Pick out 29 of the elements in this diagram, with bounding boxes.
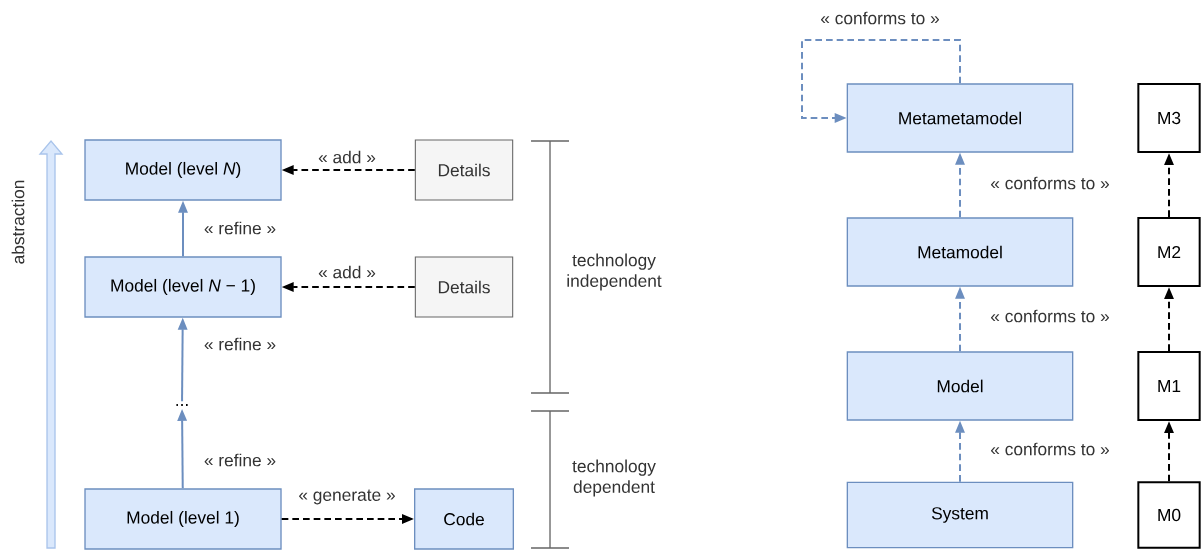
arrow [801, 39, 961, 123]
edge-label: « refine » [202, 220, 278, 236]
level-box: M3 [1137, 83, 1201, 153]
process-box: Metamodel [846, 217, 1074, 287]
process-box: Details [414, 139, 514, 201]
edge-label: « refine » [202, 452, 278, 468]
level-box: M0 [1137, 481, 1201, 549]
edge-label: « add » [316, 149, 378, 165]
process-box: Model (level N) [84, 139, 282, 201]
edge-label: « conforms to » [988, 441, 1112, 457]
edge-label: « conforms to » [818, 10, 942, 26]
edge-label: « add » [316, 264, 378, 280]
bracket-label: technology dependent [572, 459, 656, 497]
process-box: System [846, 481, 1074, 549]
process-box: Model [846, 351, 1074, 421]
edge-label: « conforms to » [988, 308, 1112, 324]
process-box: Code [414, 488, 514, 550]
process-box: Details [414, 256, 514, 318]
ellipsis-text: ... [176, 404, 188, 406]
process-box: Metametamodel [846, 83, 1074, 153]
process-box: Model (level 1) [84, 488, 282, 550]
axis-label: abstraction [11, 180, 25, 264]
edge-label: « refine » [202, 336, 278, 352]
edge-label: « generate » [297, 488, 397, 506]
level-box: M1 [1137, 351, 1201, 421]
process-box: Model (level N − 1) [84, 256, 282, 318]
bracket-label: technology independent [567, 253, 662, 291]
edge-label: « conforms to » [988, 175, 1112, 191]
level-box: M2 [1137, 217, 1201, 287]
